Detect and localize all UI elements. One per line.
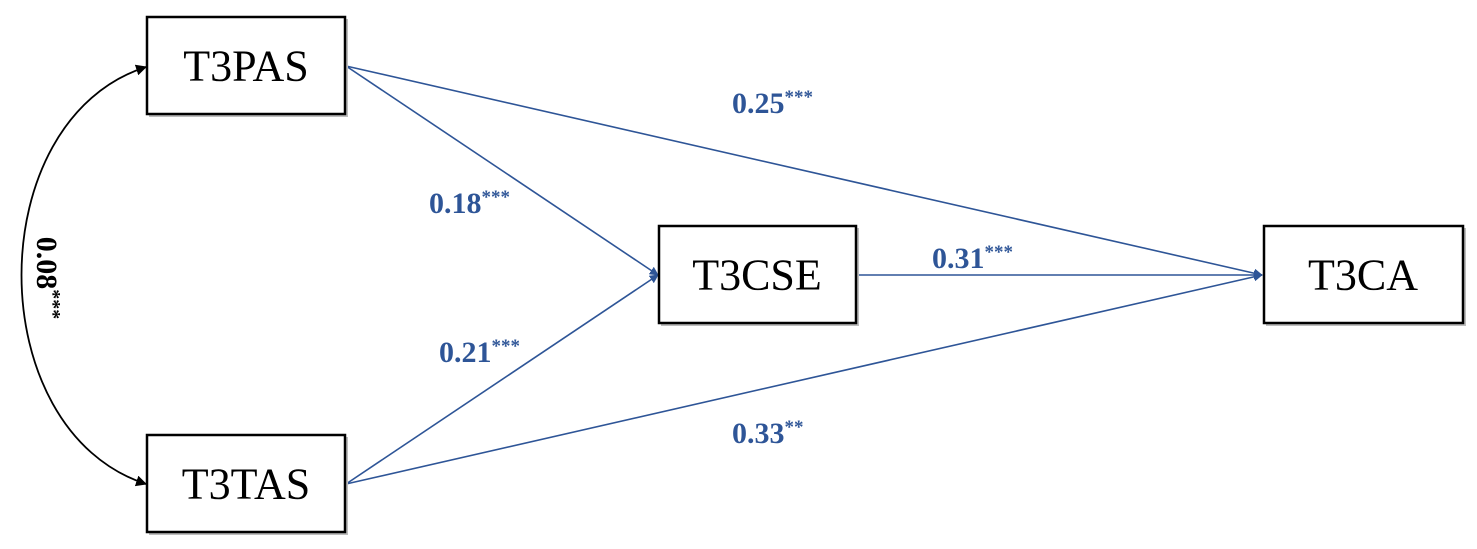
coef-cse-ca-value: 0.31 [932, 242, 985, 275]
node-t3ca-label: T3CA [1308, 251, 1418, 300]
covariance-value: 0.08 [30, 237, 63, 290]
coef-tas-cse-value: 0.21 [439, 336, 492, 369]
coef-pas-cse-sig: *** [482, 187, 511, 208]
path-tas-to-ca [345, 272, 1263, 485]
covariance-arrow [20, 64, 148, 487]
coef-tas-cse: 0.21*** [439, 336, 520, 369]
node-t3cse: T3CSE [657, 224, 859, 326]
coef-pas-ca-value: 0.25 [732, 87, 785, 120]
path-tas-to-cse [345, 274, 659, 485]
coef-pas-ca: 0.25*** [732, 87, 813, 120]
coef-pas-cse: 0.18*** [429, 187, 510, 220]
node-t3tas-label: T3TAS [182, 460, 310, 509]
node-t3pas: T3PAS [145, 15, 348, 117]
coef-pas-cse-value: 0.18 [429, 187, 482, 220]
path-pas-to-cse [345, 65, 659, 276]
node-t3cse-label: T3CSE [692, 251, 822, 300]
coef-tas-ca-sig: ** [785, 417, 804, 438]
node-t3ca: T3CA [1262, 224, 1466, 326]
covariance-significance: *** [42, 289, 64, 319]
coef-cse-ca: 0.31*** [932, 242, 1013, 275]
path-pas-to-ca [345, 65, 1263, 278]
coef-cse-ca-sig: *** [985, 242, 1014, 263]
coef-tas-cse-sig: *** [492, 336, 521, 357]
coef-pas-ca-sig: *** [785, 87, 814, 108]
covariance-label: 0.08*** [30, 237, 64, 320]
coef-tas-ca: 0.33** [732, 417, 804, 450]
node-t3tas: T3TAS [145, 433, 348, 535]
node-t3pas-label: T3PAS [183, 42, 309, 91]
coef-tas-ca-value: 0.33 [732, 417, 785, 450]
